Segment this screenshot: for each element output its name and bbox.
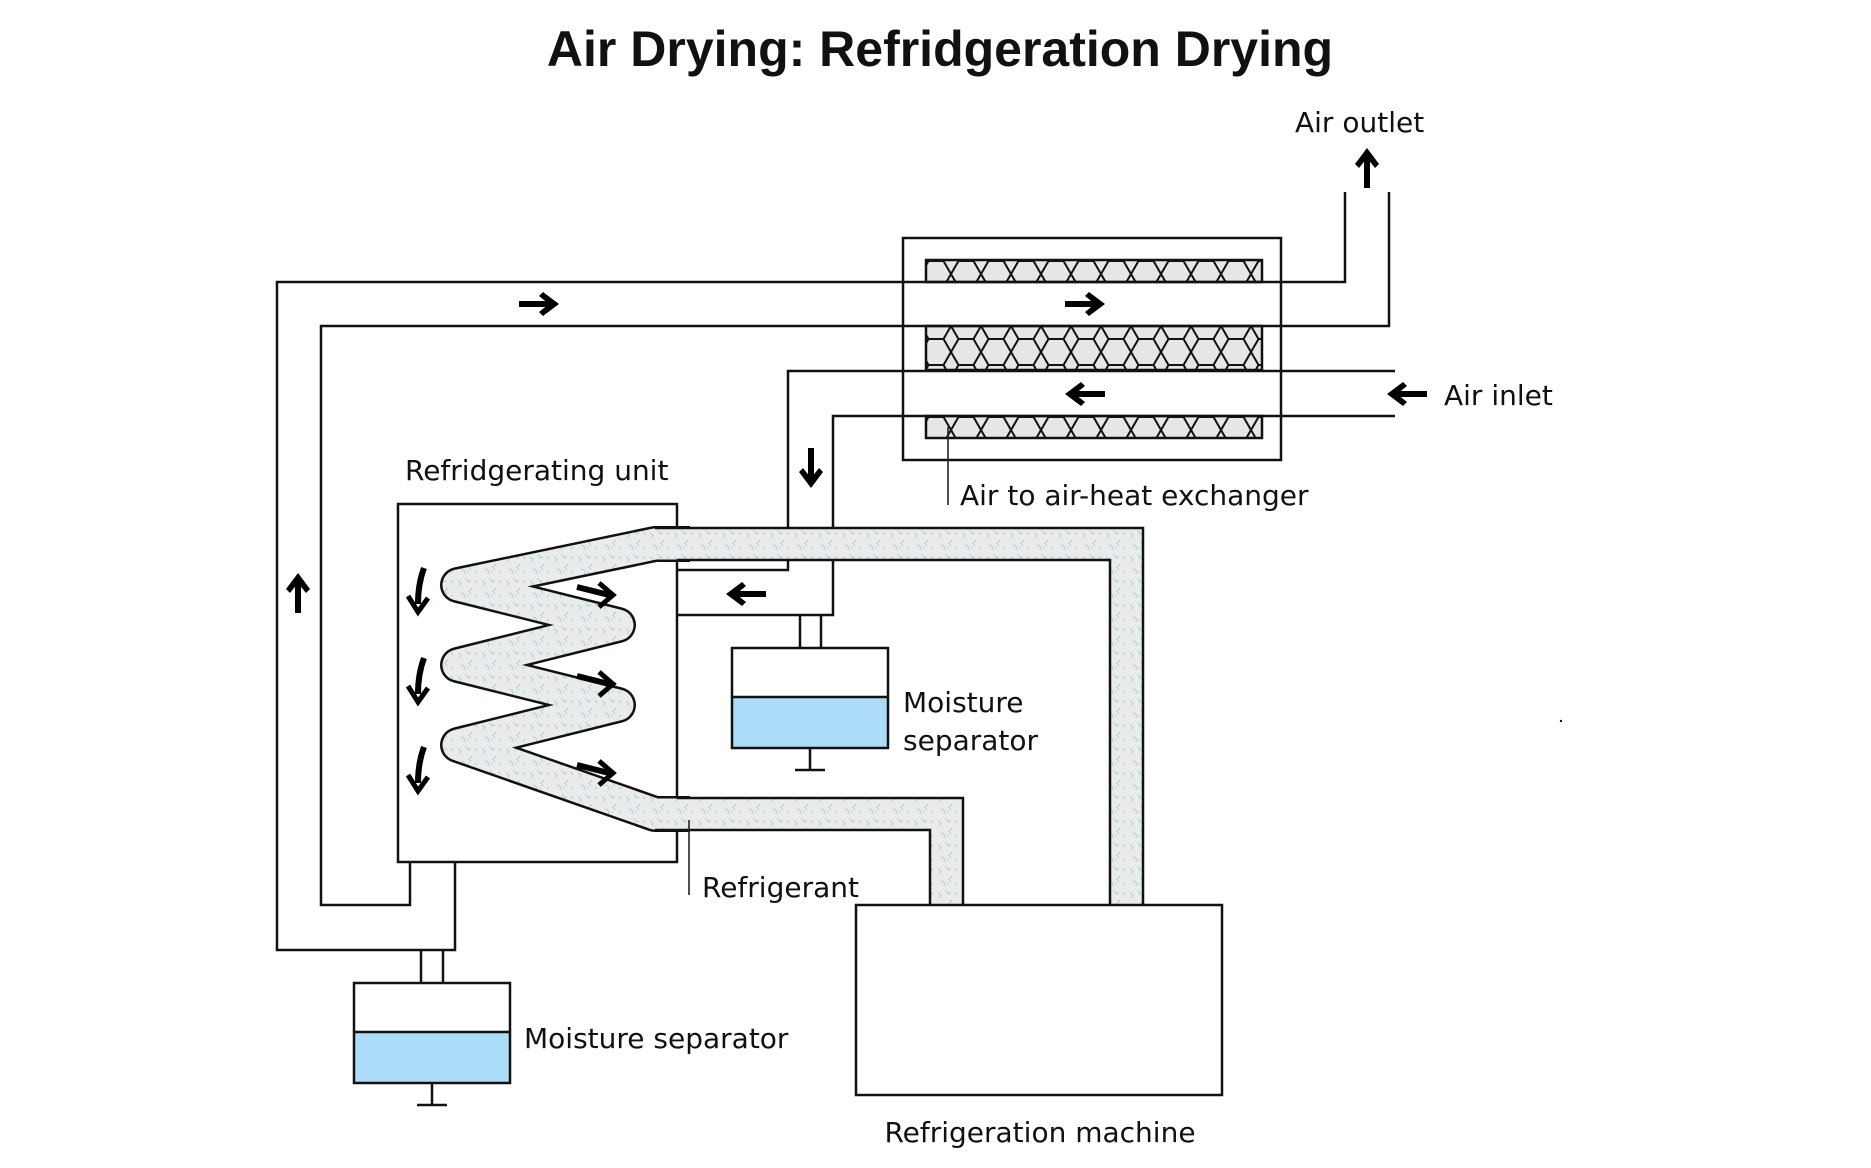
moisture-separator-lower-label: Moisture separator xyxy=(524,1022,789,1055)
refrigerant-circuit xyxy=(440,526,1145,905)
hex-panel-middle xyxy=(924,324,1264,372)
stray-dot xyxy=(1559,719,1563,723)
air-outlet-label: Air outlet xyxy=(1295,106,1424,139)
curved-arrow-down-icon xyxy=(405,656,431,707)
arrow-left-icon xyxy=(1065,382,1105,406)
arrow-up-icon xyxy=(286,573,310,613)
curved-arrow-right-icon xyxy=(576,759,617,787)
air-inlet-label: Air inlet xyxy=(1444,379,1553,412)
refrigeration-machine-label: Refrigeration machine xyxy=(884,1116,1195,1149)
refrigeration-machine-box xyxy=(854,903,1224,1097)
air-return-pipe-outer-wall xyxy=(275,192,1347,952)
air-inlet-arrow-icon xyxy=(1387,382,1427,406)
moisture-separator-upper: Moisture separator xyxy=(730,615,1039,772)
curved-arrow-down-icon xyxy=(405,745,431,796)
air-return-pipe-inner-wall xyxy=(319,192,1391,907)
evaporator-coil xyxy=(442,528,690,830)
curved-arrow-down-icon xyxy=(405,566,431,617)
water-level xyxy=(732,697,888,748)
water-level xyxy=(354,1032,510,1083)
heat-exchanger-label: Air to air-heat exchanger xyxy=(960,479,1309,512)
hex-panel-bottom xyxy=(924,414,1264,440)
heat-exchanger xyxy=(901,236,1283,462)
curved-arrow-right-icon xyxy=(576,670,617,698)
curved-arrow-right-icon xyxy=(576,581,617,609)
refrigerating-unit-housing xyxy=(396,502,679,864)
moisture-separator-upper-label-1: Moisture xyxy=(903,686,1024,719)
air-inlet-pipe-top-wall xyxy=(786,369,1395,528)
refrigerant-label: Refrigerant xyxy=(702,871,859,904)
moisture-separator-upper-label-2: separator xyxy=(903,724,1039,757)
refrigeration-machine: Refrigeration machine xyxy=(854,903,1224,1149)
moisture-separator-lower: Moisture separator xyxy=(352,950,789,1107)
air-inlet-pipe-bottom-wall xyxy=(831,414,1395,528)
flow-arrows xyxy=(286,148,1427,796)
arrow-right-icon xyxy=(1065,292,1105,316)
air-outlet-arrow-icon xyxy=(1355,148,1379,188)
diagram-title: Air Drying: Refridgeration Drying xyxy=(547,21,1333,77)
arrow-left-icon xyxy=(726,582,766,606)
refrigerant-pipe-return xyxy=(677,798,963,905)
refrigerating-unit: Refridgerating unit xyxy=(396,454,679,864)
refrigerating-unit-label: Refridgerating unit xyxy=(405,454,668,487)
arrow-right-icon xyxy=(519,292,559,316)
air-piping xyxy=(275,192,1395,952)
hex-panel-top xyxy=(924,258,1264,284)
arrow-down-icon xyxy=(799,448,823,488)
